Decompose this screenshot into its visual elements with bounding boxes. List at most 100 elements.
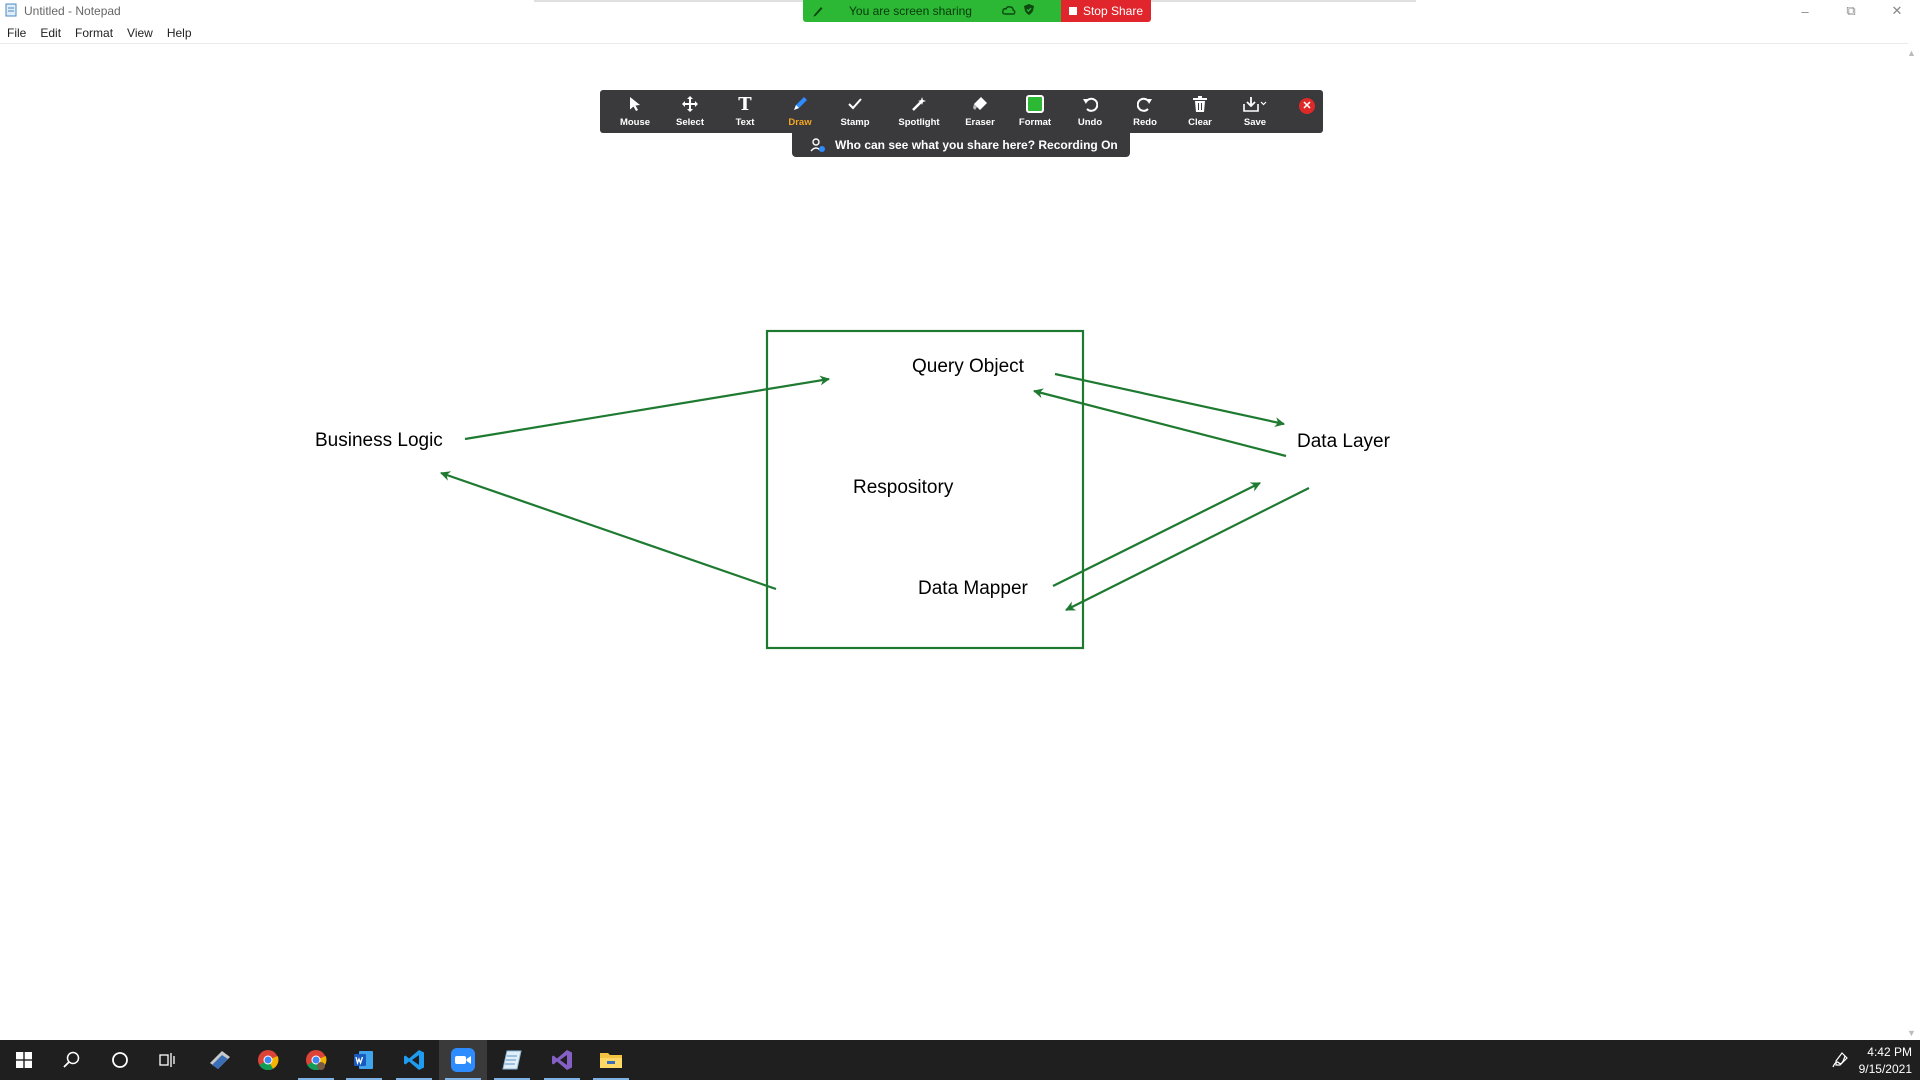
- stop-share-label: Stop Share: [1082, 4, 1144, 18]
- menu-view[interactable]: View: [127, 26, 153, 40]
- tool-select[interactable]: Select: [663, 90, 717, 133]
- chrome-icon[interactable]: [244, 1040, 292, 1080]
- tool-label: Format: [1018, 117, 1052, 128]
- menu-format[interactable]: Format: [75, 26, 114, 40]
- pen-workspace-icon[interactable]: [1830, 1050, 1850, 1070]
- zoom-icon[interactable]: [439, 1040, 487, 1080]
- magic-wand-icon: [890, 95, 948, 113]
- checkmark-icon: [828, 95, 882, 113]
- share-status-text: You are screen sharing: [849, 4, 972, 18]
- running-indicator: [445, 1078, 481, 1080]
- system-clock[interactable]: 4:42 PM 9/15/2021: [1859, 1044, 1912, 1078]
- chrome-profile-icon[interactable]: [292, 1040, 340, 1080]
- stop-square-icon: [1068, 7, 1077, 15]
- window-controls: – ⧉ ✕: [1782, 0, 1920, 22]
- stop-share-button[interactable]: Stop Share: [1061, 0, 1151, 22]
- tool-spotlight[interactable]: Spotlight: [890, 90, 948, 133]
- notepad-app-icon: [5, 3, 17, 17]
- label-data-layer: Data Layer: [1297, 431, 1390, 452]
- running-indicator: [593, 1078, 629, 1080]
- vertical-scrollbar[interactable]: ▲ ▼: [1903, 44, 1920, 1041]
- tool-label: Text: [735, 117, 755, 128]
- save-download-icon: [1228, 95, 1282, 113]
- tool-undo[interactable]: Undo: [1063, 90, 1117, 133]
- tool-mouse[interactable]: Mouse: [608, 90, 662, 133]
- tool-label: Save: [1243, 117, 1267, 128]
- pencil-icon: [813, 7, 823, 17]
- share-status[interactable]: You are screen sharing: [803, 0, 1061, 22]
- close-toolbar-icon[interactable]: ✕: [1299, 98, 1315, 114]
- tool-save[interactable]: Save: [1228, 90, 1282, 133]
- eraser-icon: [953, 95, 1007, 113]
- cortana-icon[interactable]: [96, 1040, 144, 1080]
- windows-start-icon[interactable]: [0, 1040, 48, 1080]
- text-t-icon: T: [738, 93, 752, 115]
- menu-file[interactable]: File: [7, 26, 27, 40]
- menu-bar: File Edit Format View Help: [0, 24, 199, 42]
- notepad-icon[interactable]: [488, 1040, 536, 1080]
- tool-stamp[interactable]: Stamp: [828, 90, 882, 133]
- screen-share-banner: You are screen sharing Stop Share: [803, 0, 1151, 22]
- tool-label: Mouse: [619, 117, 651, 128]
- tool-label: Eraser: [965, 117, 995, 128]
- tool-label: Clear: [1188, 117, 1212, 128]
- menu-help[interactable]: Help: [166, 26, 192, 40]
- arrow-query-to-datalayer: [1054, 372, 1285, 427]
- tool-text[interactable]: T Text: [718, 90, 772, 133]
- arrow-datalayer-to-mapper: [1065, 487, 1310, 611]
- scroll-down-icon[interactable]: ▼: [1907, 1027, 1916, 1038]
- scroll-up-icon[interactable]: ▲: [1907, 47, 1916, 58]
- undo-icon: [1063, 95, 1117, 113]
- file-explorer-icon[interactable]: [587, 1040, 635, 1080]
- cloud-recording-icon[interactable]: [999, 5, 1019, 18]
- clock-date: 9/15/2021: [1858, 1062, 1912, 1076]
- arrow-mapper-to-business: [440, 471, 777, 591]
- tool-eraser[interactable]: Eraser: [953, 90, 1007, 133]
- person-share-icon: [810, 138, 825, 152]
- tool-redo[interactable]: Redo: [1118, 90, 1172, 133]
- tool-draw[interactable]: Draw: [773, 90, 827, 133]
- who-can-see-text: Who can see what you share here? Recordi…: [835, 138, 1118, 152]
- tool-label: Draw: [788, 117, 812, 128]
- label-query-object: Query Object: [912, 356, 1024, 377]
- minimize-button[interactable]: –: [1801, 3, 1809, 19]
- pen-icon: [773, 95, 827, 113]
- label-repository: Respository: [853, 477, 954, 498]
- tool-label: Stamp: [840, 117, 870, 128]
- arrow-mapper-to-datalayer: [1052, 482, 1261, 587]
- menu-divider: [0, 43, 1908, 44]
- menu-edit[interactable]: Edit: [40, 26, 62, 40]
- who-can-see-banner[interactable]: Who can see what you share here? Recordi…: [792, 133, 1130, 157]
- move-arrows-icon: [663, 95, 717, 113]
- running-indicator: [494, 1078, 530, 1080]
- tool-label: Undo: [1077, 117, 1103, 128]
- shield-icon[interactable]: [1019, 3, 1039, 19]
- close-button[interactable]: ✕: [1891, 3, 1903, 18]
- running-indicator: [396, 1078, 432, 1080]
- search-icon[interactable]: [48, 1040, 96, 1080]
- clock-time: 4:42 PM: [1867, 1045, 1912, 1059]
- visual-studio-icon[interactable]: [538, 1040, 586, 1080]
- ssms-icon[interactable]: [196, 1040, 244, 1080]
- color-square-icon: [1008, 95, 1062, 113]
- running-indicator: [544, 1078, 580, 1080]
- redo-icon: [1118, 95, 1172, 113]
- cursor-arrow-icon: [608, 95, 662, 113]
- vscode-icon[interactable]: [390, 1040, 438, 1080]
- word-icon[interactable]: [340, 1040, 388, 1080]
- tool-label: Select: [676, 117, 704, 128]
- annotation-toolbar: Mouse Select T Text Draw Stamp Spotlight…: [600, 90, 1323, 133]
- label-data-mapper: Data Mapper: [918, 578, 1028, 599]
- running-indicator: [298, 1078, 334, 1080]
- trash-icon: [1173, 95, 1227, 113]
- task-view-icon[interactable]: [144, 1040, 192, 1080]
- tool-clear[interactable]: Clear: [1173, 90, 1227, 133]
- running-indicator: [346, 1078, 382, 1080]
- window-title: Untitled - Notepad: [24, 4, 121, 18]
- tool-label: Redo: [1133, 117, 1157, 128]
- restore-button[interactable]: ⧉: [1846, 3, 1856, 18]
- label-business-logic: Business Logic: [315, 430, 443, 451]
- tool-label: Spotlight: [898, 117, 940, 128]
- tool-format[interactable]: Format: [1008, 90, 1062, 133]
- arrow-business-to-query: [464, 375, 830, 441]
